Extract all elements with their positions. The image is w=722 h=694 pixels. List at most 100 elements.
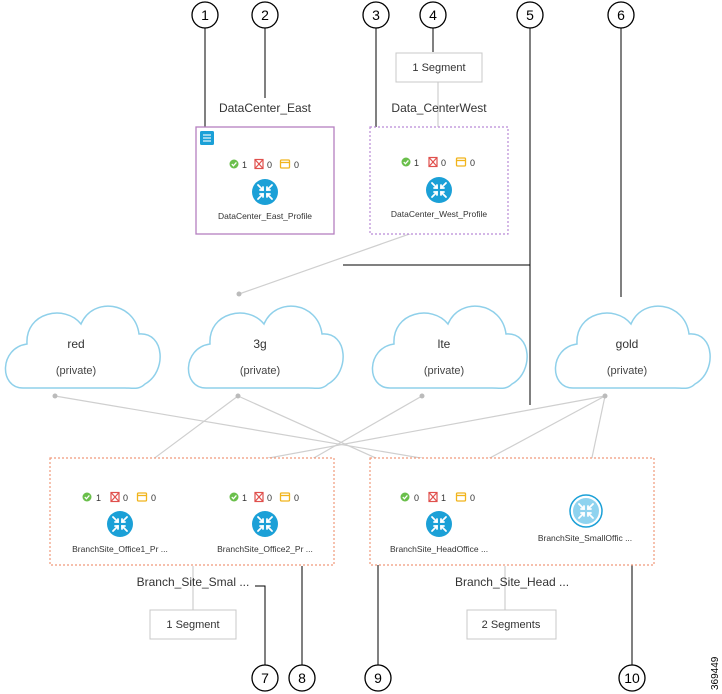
warning-status-icon [455,157,467,167]
figure-id: 369449 [710,656,721,690]
callout-9: 9 [364,664,392,692]
warning-status-icon [279,492,291,502]
router-icon[interactable] [569,494,603,528]
cloud-lte[interactable]: lte (private) [371,305,528,390]
leader-7 [255,585,266,665]
filter-icon[interactable] [200,131,214,145]
router-icon[interactable] [425,176,453,204]
ok-status-icon [400,156,412,168]
status-row-dc-east: 1 0 0 [228,158,299,170]
svg-text:2: 2 [261,7,269,23]
svg-text:10: 10 [624,670,640,686]
router-icon[interactable] [106,510,134,538]
svg-text:6: 6 [617,7,625,23]
svg-text:(private): (private) [56,365,96,377]
svg-text:3: 3 [372,7,380,23]
device-label-smalloffice: BranchSite_SmallOffic ... [538,533,632,543]
callout-6: 6 [607,1,635,29]
svg-text:1 Segment: 1 Segment [166,619,219,631]
svg-text:3g: 3g [253,337,266,351]
svg-text:1: 1 [201,7,209,23]
svg-text:(private): (private) [240,365,280,377]
svg-text:9: 9 [374,670,382,686]
status-row-office2: 1 0 0 [228,491,299,503]
site-branch-head[interactable]: 0 1 0 BranchSite_HeadOffice ... BranchSi… [369,457,655,640]
segment-box-branch-small[interactable] [149,609,237,640]
callout-2: 2 [251,1,279,29]
ok-status-icon [81,491,93,503]
cloud-gold[interactable]: gold (private) [554,305,711,390]
site-label-dc-east: DataCenter_East [219,101,312,115]
svg-text:5: 5 [526,7,534,23]
svg-text:0: 0 [151,493,156,503]
svg-text:(private): (private) [607,365,647,377]
svg-text:4: 4 [429,7,437,23]
site-label-dc-west: Data_CenterWest [391,101,487,115]
cloud-red[interactable]: red (private) [4,305,161,390]
svg-text:1 Segment: 1 Segment [412,62,465,74]
status-row-dc-west: 1 0 0 [400,156,475,168]
error-status-icon [428,156,438,168]
svg-text:0: 0 [267,160,272,170]
svg-text:1: 1 [96,493,101,503]
error-status-icon [428,491,438,503]
svg-text:7: 7 [261,670,269,686]
error-status-icon [254,491,264,503]
error-status-icon [110,491,120,503]
svg-text:lte: lte [438,337,451,351]
router-icon[interactable] [251,178,279,206]
ok-status-icon [228,158,240,170]
device-label-office2: BranchSite_Office2_Pr ... [217,544,313,554]
callout-3: 3 [362,1,390,29]
device-label-dc-east: DataCenter_East_Profile [218,211,312,221]
callout-7: 7 [251,664,279,692]
site-box-branch-head[interactable] [369,457,655,566]
site-label-branch-head: Branch_Site_Head ... [455,575,569,589]
router-icon[interactable] [425,510,453,538]
svg-text:0: 0 [414,493,419,503]
link-dcwest-3g [238,223,439,295]
callout-5: 5 [516,1,544,29]
callout-10: 10 [618,664,646,692]
warning-status-icon [455,492,467,502]
status-row-office1: 1 0 0 [81,491,156,503]
svg-text:0: 0 [123,493,128,503]
segment-box-dc-west[interactable] [395,52,483,83]
device-label-dc-west: DataCenter_West_Profile [391,209,487,219]
svg-text:0: 0 [267,493,272,503]
device-label-headoffice: BranchSite_HeadOffice ... [390,544,488,554]
svg-text:gold: gold [616,337,639,351]
warning-status-icon [136,492,148,502]
svg-text:1: 1 [414,158,419,168]
site-branch-small[interactable]: 1 0 0 BranchSite_Office1_Pr ... 1 0 0 Br… [49,457,335,640]
cloud-3g[interactable]: 3g (private) [187,305,344,390]
svg-text:0: 0 [470,158,475,168]
svg-text:1: 1 [441,493,446,503]
error-status-icon [254,158,264,170]
callout-1: 1 [191,1,219,29]
site-label-branch-small: Branch_Site_Smal ... [137,575,250,589]
svg-text:1: 1 [242,160,247,170]
callout-4: 4 [419,1,447,29]
site-box-branch-small[interactable] [49,457,335,566]
site-datacenter-east[interactable]: DataCenter_East 1 0 0 DataCenter_East_Pr… [195,101,335,235]
segment-box-branch-head[interactable] [466,609,557,640]
svg-text:red: red [67,337,84,351]
callout-8: 8 [288,664,316,692]
device-label-office1: BranchSite_Office1_Pr ... [72,544,168,554]
svg-text:2 Segments: 2 Segments [482,619,541,631]
svg-text:0: 0 [294,160,299,170]
svg-text:0: 0 [470,493,475,503]
svg-text:1: 1 [242,493,247,503]
svg-text:(private): (private) [424,365,464,377]
warning-status-icon [279,159,291,169]
ok-status-icon [228,491,240,503]
svg-text:0: 0 [294,493,299,503]
router-icon[interactable] [251,510,279,538]
ok-status-icon [399,491,411,503]
status-row-headoffice: 0 1 0 [399,491,475,503]
leader-3 [370,28,377,129]
site-datacenter-west[interactable]: 1 Segment Data_CenterWest 1 0 0 DataCent… [369,52,509,235]
svg-text:8: 8 [298,670,306,686]
